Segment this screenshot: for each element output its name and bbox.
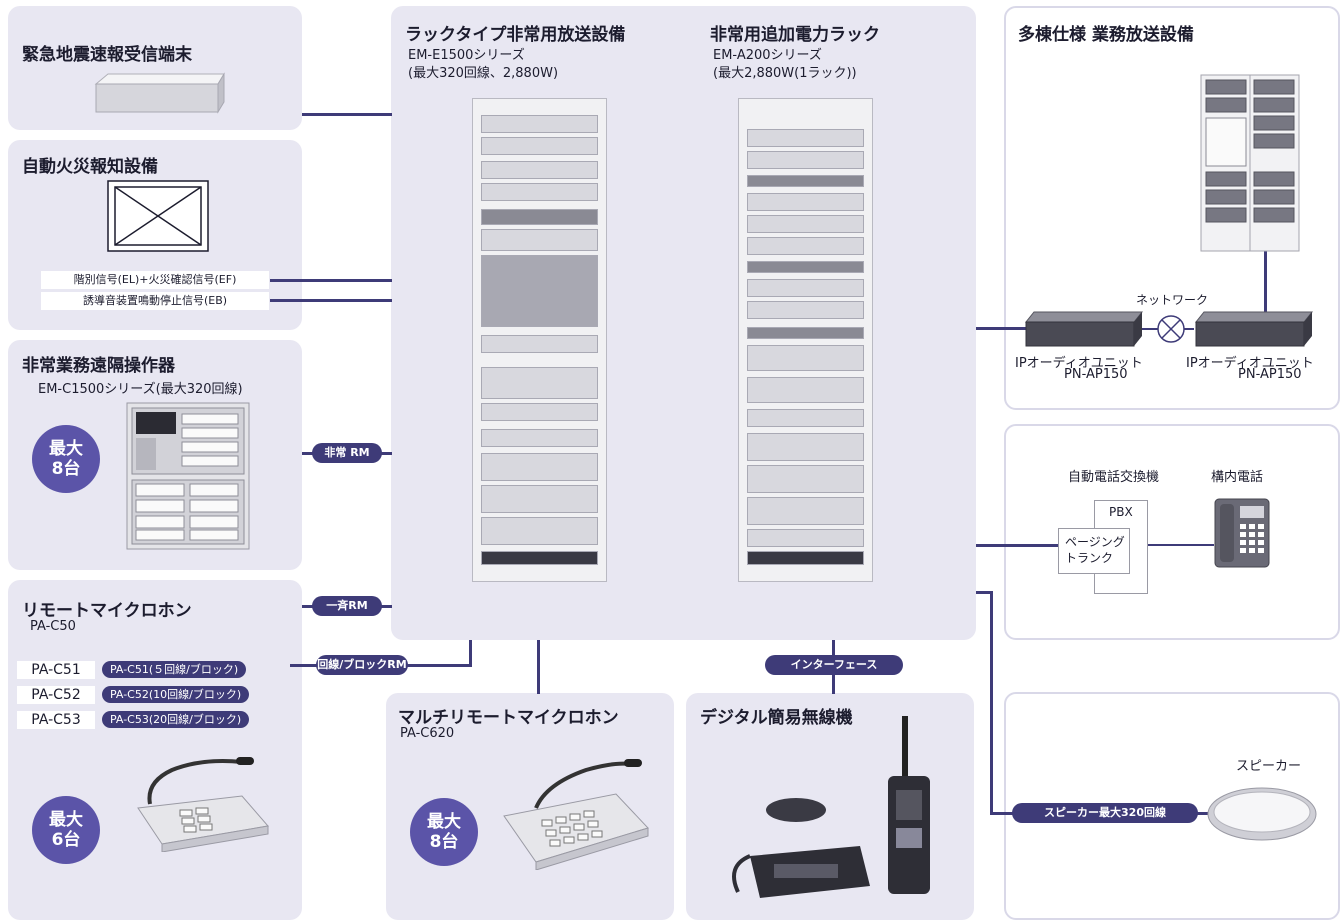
- multi-mic-title: マルチリモートマイクロホン: [398, 708, 619, 728]
- rack-add-title: 非常用追加電力ラック: [710, 25, 880, 45]
- phone-label: 構内電話: [1211, 470, 1264, 485]
- quake-receiver-image: [94, 72, 225, 114]
- block-rm-pill: 回線/ブロックRM: [316, 655, 408, 675]
- fire-alarm-icon: [107, 180, 209, 252]
- line-quake: [302, 113, 392, 116]
- radio-title: デジタル簡易無線機: [700, 708, 853, 728]
- speaker-label: スピーカー: [1236, 759, 1302, 774]
- ip-audio-unit-left-image: [1024, 311, 1144, 347]
- remote-mic-title: リモートマイクロホン: [22, 601, 192, 621]
- all-rm-pill: 一斉RM: [312, 596, 382, 616]
- network-label: ネットワーク: [1136, 293, 1209, 307]
- multi-mic-model: PA-C620: [400, 726, 455, 741]
- ip-unit-name-right: IPオーディオユニット: [1186, 356, 1314, 371]
- line-fire-2: [270, 299, 392, 302]
- paging-trunk-box: ページング トランク: [1058, 528, 1130, 574]
- emergency-rm-pill: 非常 RM: [312, 443, 382, 463]
- line-block-rm-v: [469, 640, 472, 667]
- speaker-max-pill: スピーカー最大320回線: [1012, 803, 1198, 823]
- line-speaker-v: [990, 591, 993, 815]
- variant-desc: PA-C52(10回線/ブロック): [102, 686, 250, 703]
- line-fire-1: [270, 279, 392, 282]
- interface-pill: インターフェース: [765, 655, 903, 675]
- rack-main-image: [472, 98, 607, 582]
- remote-mic-badge: 最大 6台: [32, 796, 100, 864]
- rack-add-image: [738, 98, 873, 582]
- emergency-rm-subtitle: EM-C1500シリーズ(最大320回線): [38, 382, 243, 397]
- multi-mic-badge: 最大 8台: [410, 798, 478, 866]
- variant-model: PA-C52: [17, 686, 95, 704]
- phone-panel: [1004, 424, 1340, 640]
- emergency-rm-device-image: [126, 402, 250, 550]
- line-multi-bldg: [976, 327, 1028, 330]
- line-multi-mic: [537, 640, 540, 694]
- rack-main-spec: (最大320回線、2,880W): [408, 66, 559, 81]
- emergency-rm-badge: 最大 8台: [32, 425, 100, 493]
- building-rack-image: [1200, 74, 1300, 252]
- remote-mic-panel: [8, 580, 302, 920]
- quake-title: 緊急地震速報受信端末: [22, 45, 192, 65]
- line-phone: [976, 544, 1062, 547]
- fire-signal-1: 階別信号(EL)+火災確認信号(EF): [41, 271, 269, 289]
- ip-audio-unit-right-image: [1194, 311, 1314, 347]
- fire-title: 自動火災報知設備: [22, 157, 158, 177]
- rack-main-series: EM-E1500シリーズ: [408, 48, 525, 63]
- variant-model: PA-C53: [17, 711, 95, 729]
- rack-add-series: EM-A200シリーズ: [713, 48, 822, 63]
- pbx-label: 自動電話交換機: [1068, 470, 1160, 485]
- line-building-to-ip: [1264, 250, 1267, 316]
- phone-icon: [1214, 498, 1270, 568]
- rack-add-spec: (最大2,880W(1ラック)): [713, 66, 857, 81]
- fire-signal-2: 誘導音装置鳴動停止信号(EB): [41, 292, 269, 310]
- radio-device-image: [732, 716, 930, 898]
- remote-mic-device-image: [137, 757, 269, 852]
- variant-desc: PA-C51(５回線/ブロック): [102, 661, 247, 678]
- multi-bldg-title: 多棟仕様 業務放送設備: [1018, 25, 1194, 45]
- emergency-rm-title: 非常業務遠隔操作器: [22, 356, 175, 376]
- rack-main-title: ラックタイプ非常用放送設備: [405, 25, 626, 45]
- variant-model: PA-C51: [17, 661, 95, 679]
- speaker-icon: [1207, 787, 1317, 841]
- network-icon: [1157, 315, 1185, 343]
- multi-mic-device-image: [503, 759, 649, 870]
- ip-unit-model-left: PN-AP150: [1064, 367, 1128, 382]
- line-speaker-top: [976, 591, 993, 594]
- remote-mic-model: PA-C50: [30, 619, 76, 634]
- ip-unit-name-left: IPオーディオユニット: [1015, 356, 1143, 371]
- line-pbx-phone: [1146, 544, 1214, 546]
- variant-desc: PA-C53(20回線/ブロック): [102, 711, 250, 728]
- ip-unit-model-right: PN-AP150: [1238, 367, 1302, 382]
